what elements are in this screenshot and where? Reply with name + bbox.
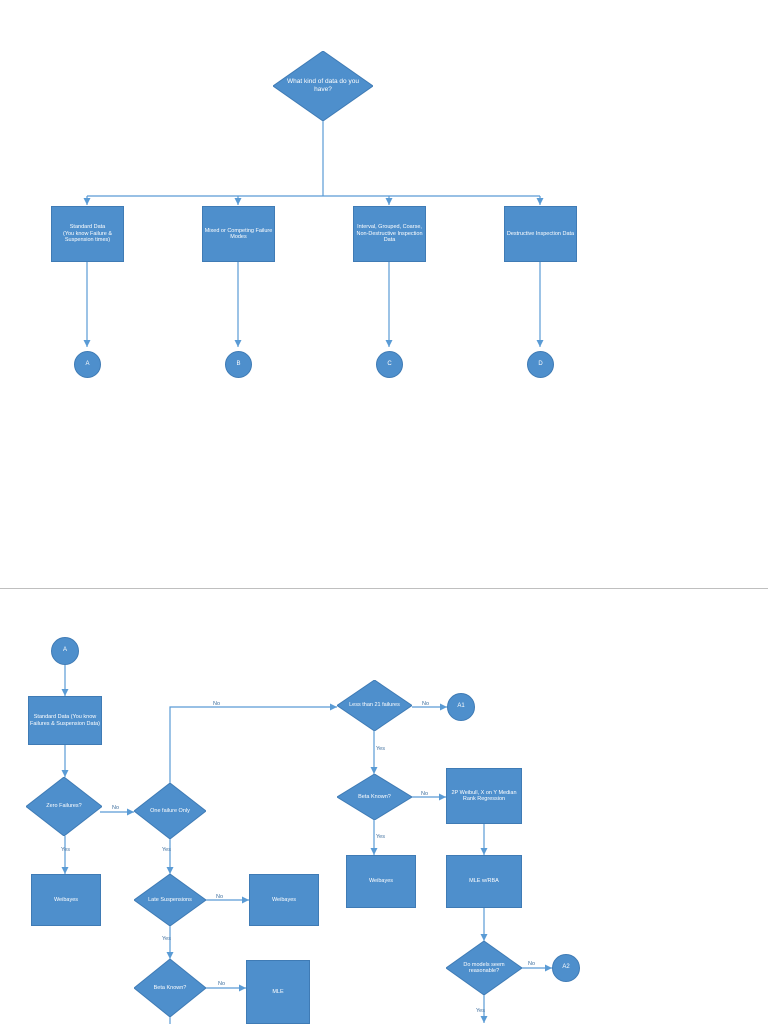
terminal-a-label: A [85, 360, 90, 367]
branch-box-mixed-modes[interactable]: Mixed or Competing Failure Modes [202, 206, 275, 262]
node-weibayes-right[interactable]: Weibayes [346, 855, 416, 908]
node-beta-known-right-label: Beta Known? [358, 793, 391, 800]
node-late-suspensions[interactable]: Late Suspensions [134, 874, 206, 926]
page2-entry-a-label: A [62, 647, 67, 654]
terminal-d[interactable]: D [527, 351, 554, 378]
diamond-shape [446, 941, 522, 995]
diamond-shape [26, 777, 102, 836]
node-a1[interactable]: A1 [447, 693, 475, 721]
page1-connectors [83, 121, 544, 347]
node-beta-known-left[interactable]: Beta Known? [134, 959, 206, 1017]
page-separator [0, 588, 768, 589]
edge-label-no-to-less21: No [213, 701, 221, 707]
node-a1-label: A1 [457, 703, 465, 710]
node-mle-left-label: MLE [272, 988, 284, 995]
node-regression-label: 2P Weibull, X on Y Median Rank Regressio… [451, 789, 517, 802]
page2-connectors [61, 665, 552, 1024]
node-regression[interactable]: 2P Weibull, X on Y Median Rank Regressio… [446, 768, 522, 824]
edge-label-no-less21-a1: No [422, 701, 430, 707]
diamond-shape [134, 783, 206, 839]
diamond-shape [337, 680, 412, 731]
node-zero-failures[interactable]: Zero Failures? [26, 777, 102, 836]
edge-label-models-yes: Yes [476, 1008, 485, 1014]
branch-box-standard-data-label: Standard Data (You know Failure & Suspen… [62, 224, 113, 244]
node-standard-data[interactable]: Standard Data (You know Failures & Suspe… [28, 696, 102, 745]
node-models-reasonable-label: Do models seem reasonable? [463, 961, 505, 974]
diamond-shape [273, 51, 373, 121]
edge-label-beta-right-no: No [421, 791, 429, 797]
branch-box-mixed-modes-label: Mixed or Competing Failure Modes [204, 227, 273, 240]
branch-box-destructive-data-label: Destructive Inspection Data [506, 230, 575, 237]
branch-box-standard-data[interactable]: Standard Data (You know Failure & Suspen… [51, 206, 124, 262]
diamond-shape [337, 774, 412, 820]
terminal-b[interactable]: B [225, 351, 252, 378]
terminal-c-label: C [387, 360, 392, 367]
edge-label-yes-less21: Yes [376, 746, 385, 752]
node-one-failure-only[interactable]: One failure Only [134, 783, 206, 839]
node-late-suspensions-label: Late Suspensions [148, 896, 192, 903]
node-models-reasonable[interactable]: Do models seem reasonable? [446, 941, 522, 995]
node-a2[interactable]: A2 [552, 954, 580, 982]
terminal-a[interactable]: A [74, 351, 101, 378]
node-less-than-21[interactable]: Less than 21 failures [337, 680, 412, 731]
flowchart-page-2: A Standard Data (You know Failures & Sus… [0, 589, 768, 1024]
edge-label-late-susp-yes: Yes [162, 936, 171, 942]
edge-label-late-susp-no: No [216, 894, 224, 900]
node-mle-left[interactable]: MLE [246, 960, 310, 1024]
node-beta-known-left-label: Beta Known? [153, 984, 187, 991]
start-decision[interactable]: What kind of data do you have? [273, 51, 373, 121]
node-beta-known-right[interactable]: Beta Known? [337, 774, 412, 820]
edge-label-one-failure-yes: Yes [162, 847, 171, 853]
node-a2-label: A2 [562, 964, 570, 971]
node-weibayes-mid[interactable]: Weibayes [249, 874, 319, 926]
terminal-c[interactable]: C [376, 351, 403, 378]
flowchart-page-1: What kind of data do you have? Standard … [0, 51, 768, 589]
node-one-failure-only-label: One failure Only [150, 807, 190, 814]
edge-label-zero-failures-no: No [112, 805, 120, 811]
edge-label-zero-failures-yes: Yes [61, 847, 70, 853]
node-standard-data-label: Standard Data (You know Failures & Suspe… [29, 714, 100, 727]
node-weibayes-left[interactable]: Weibayes [31, 874, 101, 926]
diamond-shape [134, 959, 206, 1017]
node-weibayes-mid-label: Weibayes [271, 896, 297, 903]
start-decision-label: What kind of data do you have? [287, 78, 359, 93]
branch-box-destructive-data[interactable]: Destructive Inspection Data [504, 206, 577, 262]
node-less-than-21-label: Less than 21 failures [349, 702, 400, 709]
branch-box-interval-data-label: Interval, Grouped, Coarse, Non-Destructi… [356, 224, 423, 244]
terminal-b-label: B [236, 360, 241, 367]
edge-label-beta-right-yes: Yes [376, 834, 385, 840]
node-weibayes-left-label: Weibayes [53, 896, 79, 903]
node-weibayes-right-label: Weibayes [368, 878, 394, 885]
node-zero-failures-label: Zero Failures? [46, 803, 82, 810]
node-mle-rba-label: MLE w/RBA [469, 878, 499, 885]
terminal-d-label: D [538, 360, 543, 367]
diamond-shape [134, 874, 206, 926]
edge-label-beta-left-no: No [218, 981, 226, 987]
page2-entry-a[interactable]: A [51, 637, 79, 665]
branch-box-interval-data[interactable]: Interval, Grouped, Coarse, Non-Destructi… [353, 206, 426, 262]
edge-label-models-no: No [528, 961, 536, 967]
node-mle-rba[interactable]: MLE w/RBA [446, 855, 522, 908]
